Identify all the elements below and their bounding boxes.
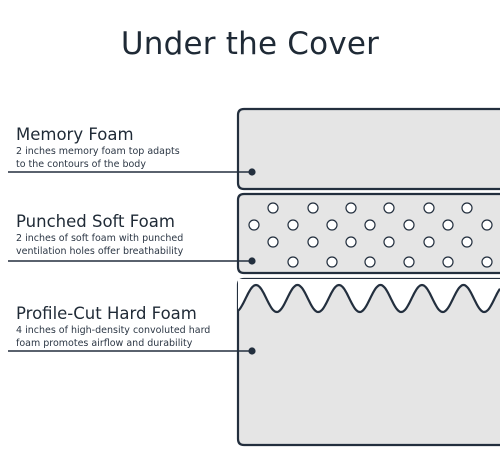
punched-soft-foam-description-line-2: ventilation holes offer breathability: [16, 245, 184, 257]
convoluted-cut-voids: [238, 279, 500, 312]
ventilation-hole: [267, 236, 279, 248]
ventilation-hole: [287, 256, 299, 268]
ventilation-hole: [442, 256, 454, 268]
ventilation-hole: [403, 256, 415, 268]
profile-cut-hard-foam-description-line-2: foam promotes airflow and durability: [16, 337, 193, 349]
ventilation-hole: [364, 256, 376, 268]
punched-soft-foam-description: 2 inches of soft foam with punched venti…: [16, 233, 183, 258]
punched-soft-foam-leader-dot: [248, 257, 256, 265]
ventilation-hole: [423, 236, 435, 248]
ventilation-hole: [481, 219, 493, 231]
ventilation-hole: [461, 236, 473, 248]
memory-foam-description-line-2: to the contours of the body: [16, 158, 146, 170]
profile-cut-hard-foam-description-line-1: 4 inches of high-density convoluted hard: [16, 325, 211, 336]
memory-foam-name: Memory Foam: [16, 125, 134, 144]
ventilation-hole: [326, 219, 338, 231]
ventilation-hole: [461, 202, 473, 214]
profile-cut-hard-foam-description: 4 inches of high-density convoluted hard…: [16, 325, 210, 350]
memory-foam-label: Memory Foam 2 inches memory foam top ada…: [16, 125, 180, 171]
memory-foam-description: 2 inches memory foam top adapts to the c…: [16, 146, 180, 171]
punched-soft-foam-layer: [236, 192, 500, 275]
profile-cut-hard-foam-name: Profile-Cut Hard Foam: [16, 304, 197, 323]
ventilation-hole: [345, 236, 357, 248]
ventilation-hole: [307, 236, 319, 248]
ventilation-hole: [481, 256, 493, 268]
memory-foam-description-line-1: 2 inches memory foam top adapts: [16, 146, 180, 157]
page-title: Under the Cover: [120, 26, 380, 62]
ventilation-hole: [442, 219, 454, 231]
memory-foam-layer: [236, 107, 500, 191]
profile-cut-hard-foam-label: Profile-Cut Hard Foam 4 inches of high-d…: [16, 304, 210, 350]
convoluted-wave-profile: [237, 283, 500, 314]
profile-cut-hard-foam-leader-dot: [248, 347, 256, 355]
ventilation-hole: [267, 202, 279, 214]
ventilation-hole: [248, 219, 260, 231]
ventilation-hole: [383, 202, 395, 214]
ventilation-hole: [403, 219, 415, 231]
ventilation-hole: [326, 256, 338, 268]
ventilation-hole: [423, 202, 435, 214]
ventilation-hole: [364, 219, 376, 231]
memory-foam-leader-dot: [248, 168, 256, 176]
ventilation-hole: [287, 219, 299, 231]
punched-soft-foam-name: Punched Soft Foam: [16, 212, 175, 231]
ventilation-hole: [383, 236, 395, 248]
ventilation-hole: [345, 202, 357, 214]
punched-soft-foam-label: Punched Soft Foam 2 inches of soft foam …: [16, 212, 183, 258]
ventilation-holes: [248, 202, 493, 268]
ventilation-hole: [307, 202, 319, 214]
punched-soft-foam-description-line-1: 2 inches of soft foam with punched: [16, 233, 184, 244]
